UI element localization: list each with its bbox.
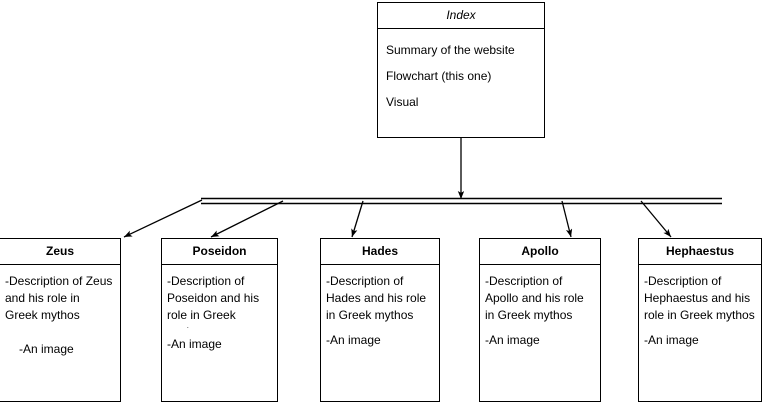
- node-poseidon-description: -Description of Poseidon and his role in…: [167, 274, 260, 322]
- node-index[interactable]: Index Summary of the website Flowchart (…: [377, 2, 545, 138]
- node-hephaestus-header: Hephaestus: [639, 239, 761, 265]
- node-poseidon-spacer: [167, 328, 272, 336]
- node-index-body: Summary of the website Flowchart (this o…: [378, 29, 544, 119]
- node-hades-header: Hades: [321, 239, 439, 265]
- index-item-flowchart[interactable]: Flowchart (this one): [386, 69, 492, 83]
- node-poseidon-image-line: -An image: [167, 337, 222, 351]
- node-hades-body: -Description of Hades and his role in Gr…: [321, 265, 439, 353]
- node-index-header: Index: [378, 3, 544, 29]
- edge-bus-to-hades: [351, 200, 364, 238]
- index-item-summary[interactable]: Summary of the website: [386, 43, 515, 57]
- node-hephaestus[interactable]: Hephaestus -Description of Hephaestus an…: [638, 238, 762, 402]
- edge-bus-to-hephaestus: [640, 200, 672, 238]
- node-zeus-body: -Description of Zeus and his role in Gre…: [0, 265, 120, 362]
- node-zeus[interactable]: Zeus -Description of Zeus and his role i…: [0, 238, 121, 402]
- node-poseidon[interactable]: Poseidon -Description of Poseidon and hi…: [161, 238, 278, 402]
- node-hephaestus-image-line: -An image: [644, 333, 699, 347]
- node-apollo-header: Apollo: [480, 239, 600, 265]
- node-hades-spacer: [326, 324, 434, 332]
- node-poseidon-body: -Description of Poseidon and his role in…: [162, 265, 277, 357]
- node-hephaestus-body: -Description of Hephaestus and his role …: [639, 265, 761, 353]
- node-poseidon-header: Poseidon: [162, 239, 277, 265]
- edge-bus-to-apollo: [561, 200, 573, 238]
- node-apollo-description: -Description of Apollo and his role in G…: [485, 274, 584, 322]
- index-item-visual[interactable]: Visual: [386, 95, 419, 109]
- node-apollo-image-line: -An image: [485, 333, 540, 347]
- node-hades[interactable]: Hades -Description of Hades and his role…: [320, 238, 440, 402]
- node-zeus-spacer: [5, 324, 115, 341]
- node-zeus-header: Zeus: [0, 239, 120, 265]
- node-hades-description: -Description of Hades and his role in Gr…: [326, 274, 427, 322]
- node-apollo-body: -Description of Apollo and his role in G…: [480, 265, 600, 353]
- edge-bus-to-poseidon: [210, 200, 284, 238]
- node-hephaestus-description: -Description of Hephaestus and his role …: [644, 274, 755, 322]
- node-poseidon-clipped-line: mythos: [167, 324, 272, 328]
- node-apollo[interactable]: Apollo -Description of Apollo and his ro…: [479, 238, 601, 402]
- edge-bus-to-zeus: [123, 199, 203, 238]
- node-zeus-description: -Description of Zeus and his role in Gre…: [5, 274, 113, 322]
- node-zeus-image-line: -An image: [19, 342, 74, 356]
- node-apollo-spacer: [485, 324, 595, 332]
- node-hades-image-line: -An image: [326, 333, 381, 347]
- node-hephaestus-spacer: [644, 324, 756, 332]
- node-poseidon-clipped-line-wrap: mythos: [167, 324, 272, 328]
